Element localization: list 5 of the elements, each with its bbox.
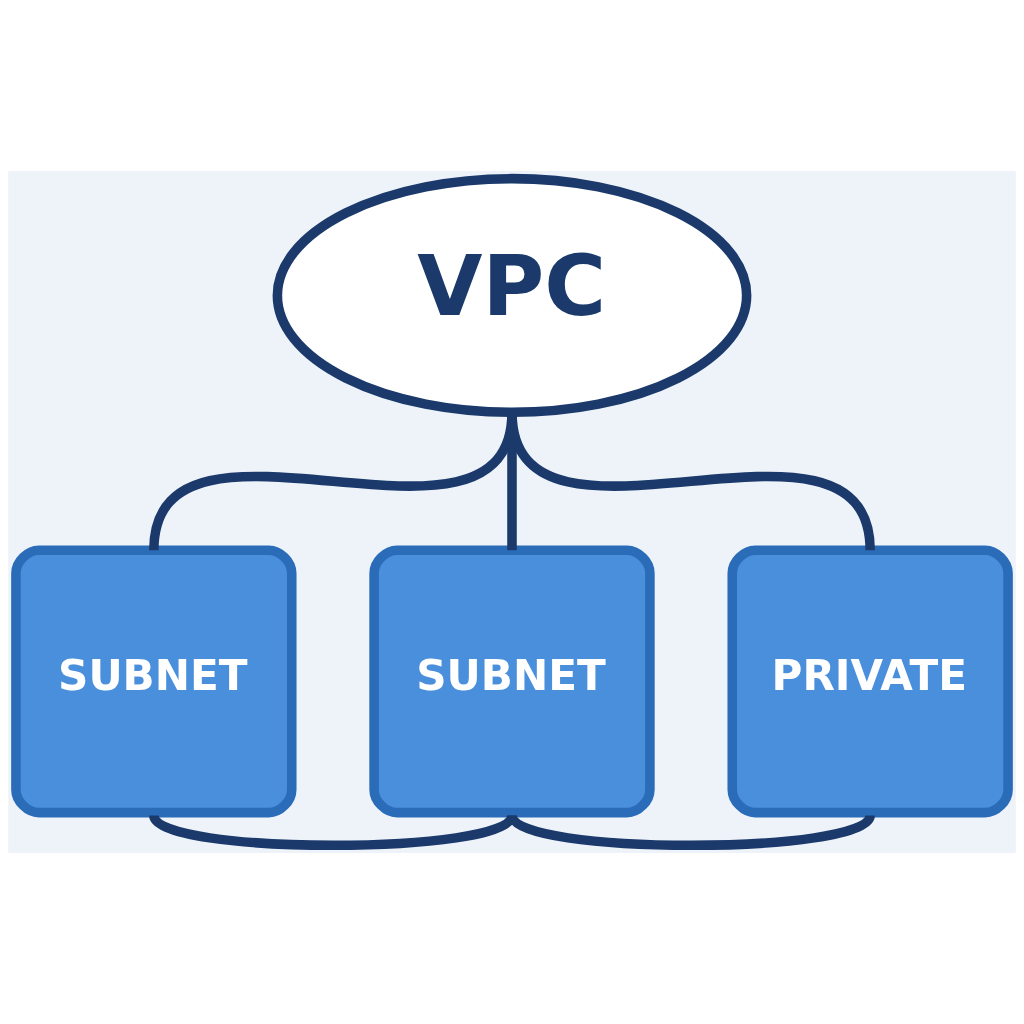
node-box: PRIVATE xyxy=(727,545,1013,818)
connector xyxy=(508,812,874,851)
node-ellipse: VPC xyxy=(272,173,752,418)
node-box: SUBNET xyxy=(11,545,297,818)
node-box: SUBNET xyxy=(369,545,655,818)
